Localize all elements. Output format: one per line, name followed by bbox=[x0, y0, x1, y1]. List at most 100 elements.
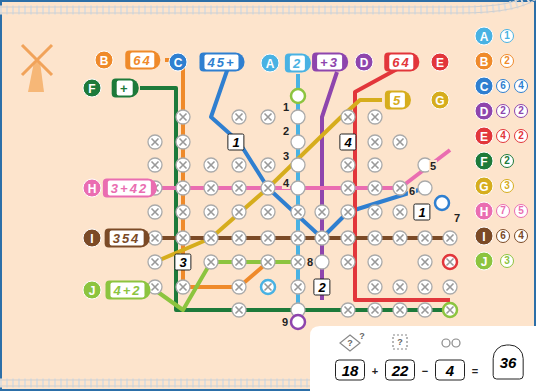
station-cross bbox=[152, 235, 159, 242]
train-card: 4+2 bbox=[105, 281, 150, 300]
station-cross bbox=[152, 284, 159, 291]
station bbox=[418, 303, 432, 317]
station bbox=[291, 158, 305, 172]
line-score: 2 bbox=[514, 104, 528, 118]
station bbox=[341, 110, 355, 124]
line-letter: B bbox=[475, 52, 494, 71]
node-text: 354 bbox=[110, 231, 144, 246]
station bbox=[232, 158, 246, 172]
node-text: 2 bbox=[290, 56, 305, 71]
station bbox=[261, 205, 275, 219]
station-cross bbox=[397, 307, 404, 314]
node-text: E bbox=[436, 55, 444, 69]
station-cross bbox=[295, 235, 302, 242]
line-letter: F bbox=[475, 152, 494, 171]
station bbox=[443, 255, 457, 269]
station-cross bbox=[180, 235, 187, 242]
train-card: 5 bbox=[385, 91, 411, 110]
station bbox=[368, 110, 382, 124]
line-score: 6 bbox=[496, 229, 510, 243]
station-cross bbox=[345, 185, 352, 192]
station bbox=[204, 231, 218, 245]
station-cross bbox=[265, 235, 272, 242]
station-cross bbox=[372, 114, 379, 121]
station bbox=[315, 231, 329, 245]
bonus-box: 4 bbox=[339, 134, 356, 151]
station-cross bbox=[236, 209, 243, 216]
line-letter: J bbox=[83, 281, 102, 300]
station-cross bbox=[152, 259, 159, 266]
station-cross bbox=[345, 162, 352, 169]
station bbox=[291, 280, 305, 294]
station bbox=[341, 303, 355, 317]
station-cross bbox=[372, 307, 379, 314]
station-cross bbox=[180, 162, 187, 169]
line-score: 2 bbox=[500, 154, 514, 168]
station-cross bbox=[152, 162, 159, 169]
metro-line bbox=[140, 88, 450, 310]
station bbox=[368, 280, 382, 294]
line-letter: E bbox=[431, 53, 450, 72]
station-cross bbox=[295, 284, 302, 291]
node-text: 36 bbox=[500, 354, 517, 371]
train-card: + bbox=[112, 79, 139, 98]
metro-line bbox=[165, 60, 298, 287]
node-text: 3+42 bbox=[108, 181, 151, 196]
station bbox=[291, 89, 305, 103]
station bbox=[393, 205, 407, 219]
node-text: 4 bbox=[344, 135, 351, 150]
node-text: H bbox=[480, 204, 489, 218]
icon-mark: ? bbox=[358, 330, 366, 342]
node-text: C bbox=[480, 79, 489, 93]
station bbox=[368, 255, 382, 269]
line-letter: G bbox=[431, 91, 450, 110]
station bbox=[148, 231, 162, 245]
line-score: 4 bbox=[514, 79, 528, 93]
metro-line bbox=[211, 62, 425, 238]
bonus-box: 3 bbox=[174, 254, 191, 271]
node-text: J bbox=[481, 254, 488, 268]
station-cross bbox=[236, 114, 243, 121]
station bbox=[291, 181, 305, 195]
train-card: 2 bbox=[285, 54, 311, 73]
station-number: 5 bbox=[429, 160, 437, 172]
station bbox=[435, 196, 449, 210]
station-cross bbox=[397, 209, 404, 216]
station bbox=[261, 280, 275, 294]
line-score: 3 bbox=[500, 254, 514, 268]
station bbox=[418, 181, 432, 195]
station-cross bbox=[422, 307, 429, 314]
station bbox=[393, 135, 407, 149]
station-cross bbox=[180, 114, 187, 121]
station bbox=[148, 255, 162, 269]
icon-mark: ? bbox=[346, 337, 354, 349]
node-text: 2 bbox=[318, 280, 325, 295]
station-cross bbox=[295, 259, 302, 266]
station-cross bbox=[372, 162, 379, 169]
station bbox=[148, 135, 162, 149]
metro-line bbox=[155, 100, 382, 262]
operator: = bbox=[469, 364, 482, 377]
node-text: 3 bbox=[179, 255, 186, 270]
station bbox=[204, 181, 218, 195]
station-cross bbox=[372, 209, 379, 216]
train-card: 64 bbox=[384, 53, 419, 72]
station-cross bbox=[265, 114, 272, 121]
node-text: A bbox=[480, 29, 489, 43]
station bbox=[291, 205, 305, 219]
node-text: 4+2 bbox=[110, 283, 144, 298]
score-icons bbox=[340, 335, 460, 351]
station-number: 2 bbox=[282, 125, 290, 137]
station-cross bbox=[208, 185, 215, 192]
station bbox=[393, 181, 407, 195]
station-cross bbox=[422, 259, 429, 266]
station bbox=[368, 303, 382, 317]
station-cross bbox=[447, 307, 454, 314]
station-cross bbox=[397, 139, 404, 146]
station bbox=[232, 231, 246, 245]
station bbox=[176, 181, 190, 195]
station bbox=[291, 135, 305, 149]
station-number: 8 bbox=[306, 256, 314, 268]
line-letter: I bbox=[83, 229, 102, 248]
